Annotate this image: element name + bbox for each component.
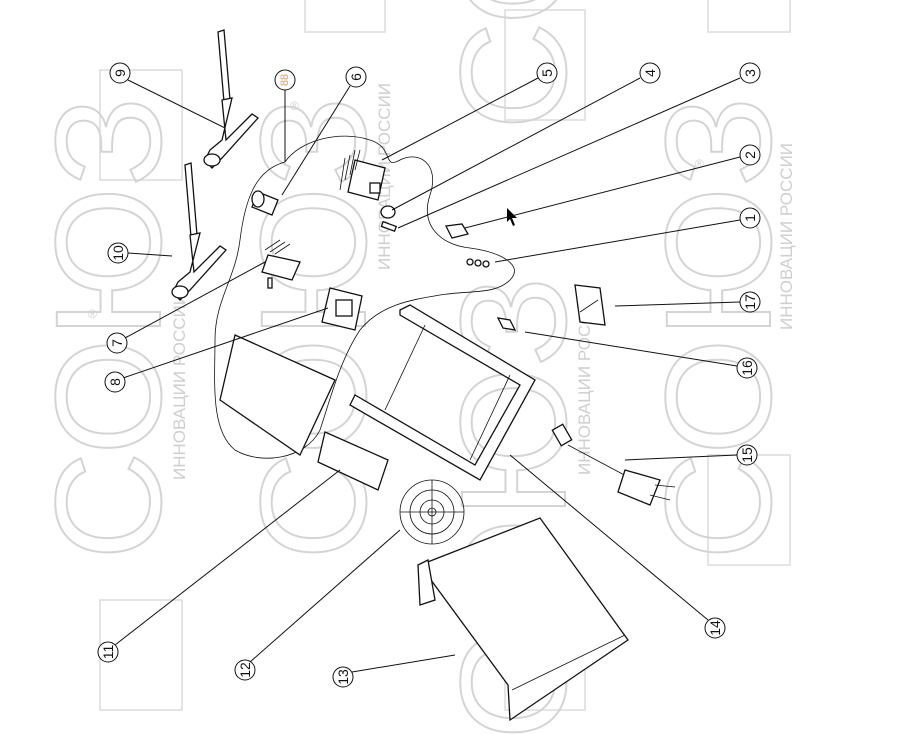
svg-text:3: 3 bbox=[742, 69, 758, 77]
registered-mark: ® bbox=[290, 99, 299, 113]
callout-13: 13 bbox=[332, 666, 354, 688]
leader-lines bbox=[114, 77, 741, 673]
watermark-tagline: ИННОВАЦИИ РОССИИ bbox=[170, 293, 189, 480]
assembly-outline bbox=[214, 135, 515, 459]
callout-14: 14 bbox=[704, 617, 726, 639]
watermark-brand: СОЮЗ bbox=[634, 96, 802, 560]
watermark-tagline: ИННОВАЦИИ РОССИИ bbox=[575, 288, 594, 475]
frame-part bbox=[349, 304, 536, 481]
svg-text:8: 8 bbox=[107, 378, 123, 386]
connector-part bbox=[380, 220, 398, 233]
svg-text:88: 88 bbox=[279, 74, 291, 86]
callout-10: 10 bbox=[107, 242, 129, 264]
callout-8: 8 bbox=[104, 371, 126, 393]
power-cord-part bbox=[551, 423, 676, 506]
svg-text:5: 5 bbox=[539, 69, 555, 77]
callout-4: 4 bbox=[639, 62, 661, 84]
panel-plate-part bbox=[219, 334, 336, 456]
svg-text:12: 12 bbox=[237, 662, 253, 678]
parts bbox=[171, 29, 676, 722]
cap-part bbox=[380, 205, 396, 219]
svg-text:7: 7 bbox=[109, 339, 125, 347]
callout-3: 3 bbox=[739, 62, 761, 84]
clamp-red-part bbox=[203, 29, 259, 169]
rectifier-part bbox=[339, 149, 386, 201]
transformer-part bbox=[321, 287, 363, 331]
callout-7: 7 bbox=[106, 332, 128, 354]
svg-text:10: 10 bbox=[110, 245, 126, 261]
fan-guard-part bbox=[399, 479, 465, 545]
mouse-cursor-icon bbox=[507, 208, 517, 226]
callout-12: 12 bbox=[234, 659, 256, 681]
registered-mark: ® bbox=[88, 307, 97, 321]
svg-text:9: 9 bbox=[112, 69, 128, 77]
registered-mark: ® bbox=[695, 157, 704, 171]
clamp-black-part bbox=[171, 162, 227, 301]
screws-part bbox=[466, 258, 490, 268]
switch-part bbox=[445, 223, 470, 239]
callout-16: 16 bbox=[736, 357, 758, 379]
watermark-tagline: ИННОВАЦИИ РОССИИ bbox=[375, 83, 394, 270]
cover-part bbox=[417, 517, 629, 722]
ammeter-part bbox=[574, 284, 606, 326]
callouts: 1 2 3 4 5 6 88 9 10 7 8 17 16 15 14 11 1… bbox=[97, 62, 761, 688]
svg-text:16: 16 bbox=[739, 360, 755, 376]
svg-text:2: 2 bbox=[742, 151, 758, 159]
svg-text:17: 17 bbox=[742, 294, 758, 310]
callout-11: 11 bbox=[97, 641, 119, 663]
svg-text:11: 11 bbox=[100, 645, 116, 660]
callout-2: 2 bbox=[739, 144, 761, 166]
callout-88: 88 bbox=[274, 69, 296, 91]
watermark: СОЮЗ СОЮЗ СОЮЗ СОЮЗ СОЮЗ СОЮЗ ИННОВАЦИИ … bbox=[23, 0, 803, 734]
watermark-tagline: ИННОВАЦИИ РОССИИ bbox=[777, 143, 796, 330]
callout-5: 5 bbox=[536, 62, 558, 84]
sleeve-part bbox=[251, 190, 279, 216]
svg-text:15: 15 bbox=[739, 447, 755, 463]
svg-text:13: 13 bbox=[335, 669, 351, 685]
svg-text:6: 6 bbox=[348, 73, 364, 81]
watermark-brand: СОЮЗ bbox=[24, 96, 192, 560]
svg-text:4: 4 bbox=[642, 69, 658, 77]
svg-text:1: 1 bbox=[742, 214, 758, 222]
callout-6: 6 bbox=[345, 66, 367, 88]
callout-15: 15 bbox=[736, 444, 758, 466]
callout-17: 17 bbox=[739, 291, 761, 313]
heatsink-part bbox=[261, 239, 301, 289]
callout-9: 9 bbox=[109, 62, 131, 84]
fuse-holder-part bbox=[496, 317, 517, 331]
fan-housing-part bbox=[317, 431, 389, 491]
callout-1: 1 bbox=[739, 207, 761, 229]
watermark-brand: СОЮЗ bbox=[429, 0, 597, 130]
svg-text:14: 14 bbox=[707, 620, 723, 636]
